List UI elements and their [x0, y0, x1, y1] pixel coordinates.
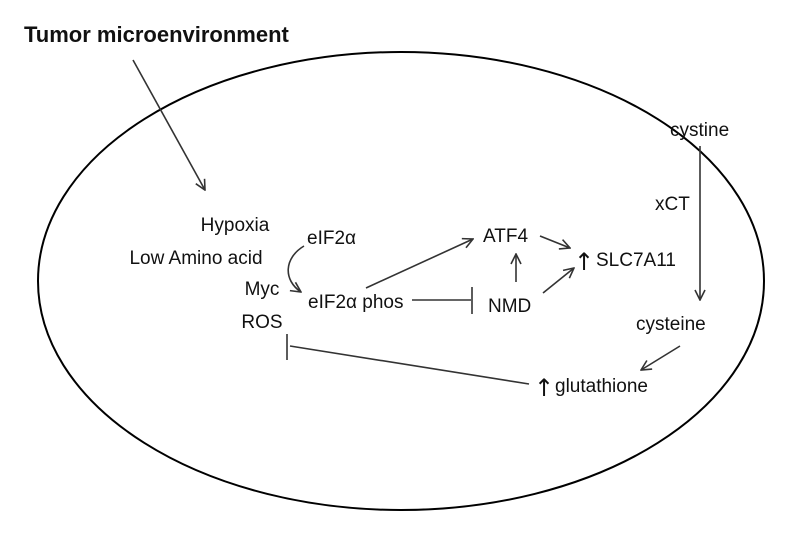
arrow-cysteine-to-glutathione	[641, 345, 681, 370]
diagram-title: Tumor microenvironment	[24, 22, 290, 47]
up-arrow-glutathione: ↑	[534, 374, 554, 402]
node-cysteine: cysteine	[636, 314, 706, 335]
cell-ellipse	[37, 51, 765, 511]
inhibit-glutathione-ros	[289, 345, 530, 385]
node-cystine: cystine	[670, 120, 729, 141]
arrow-tme-to-stress	[132, 59, 205, 190]
label-low-amino-acid: Low Amino acid	[129, 248, 262, 269]
arrow-nmd-to-slc7a11	[542, 268, 574, 294]
arrow-eif2a-to-phos	[287, 245, 305, 292]
label-myc: Myc	[245, 279, 280, 300]
node-eif2a-phos: eIF2α phos	[308, 292, 403, 313]
label-hypoxia: Hypoxia	[201, 215, 270, 236]
node-atf4: ATF4	[483, 226, 528, 247]
label-ros: ROS	[241, 312, 282, 333]
node-xct: xCT	[655, 194, 690, 215]
node-eif2a: eIF2α	[307, 228, 356, 249]
arrow-atf4-to-slc7a11	[539, 235, 570, 248]
node-slc7a11: SLC7A11	[596, 250, 676, 271]
node-nmd: NMD	[488, 296, 531, 317]
node-glutathione: glutathione	[555, 376, 648, 397]
arrow-phos-to-atf4	[365, 239, 473, 289]
up-arrow-slc7a11: ↑	[574, 248, 594, 276]
